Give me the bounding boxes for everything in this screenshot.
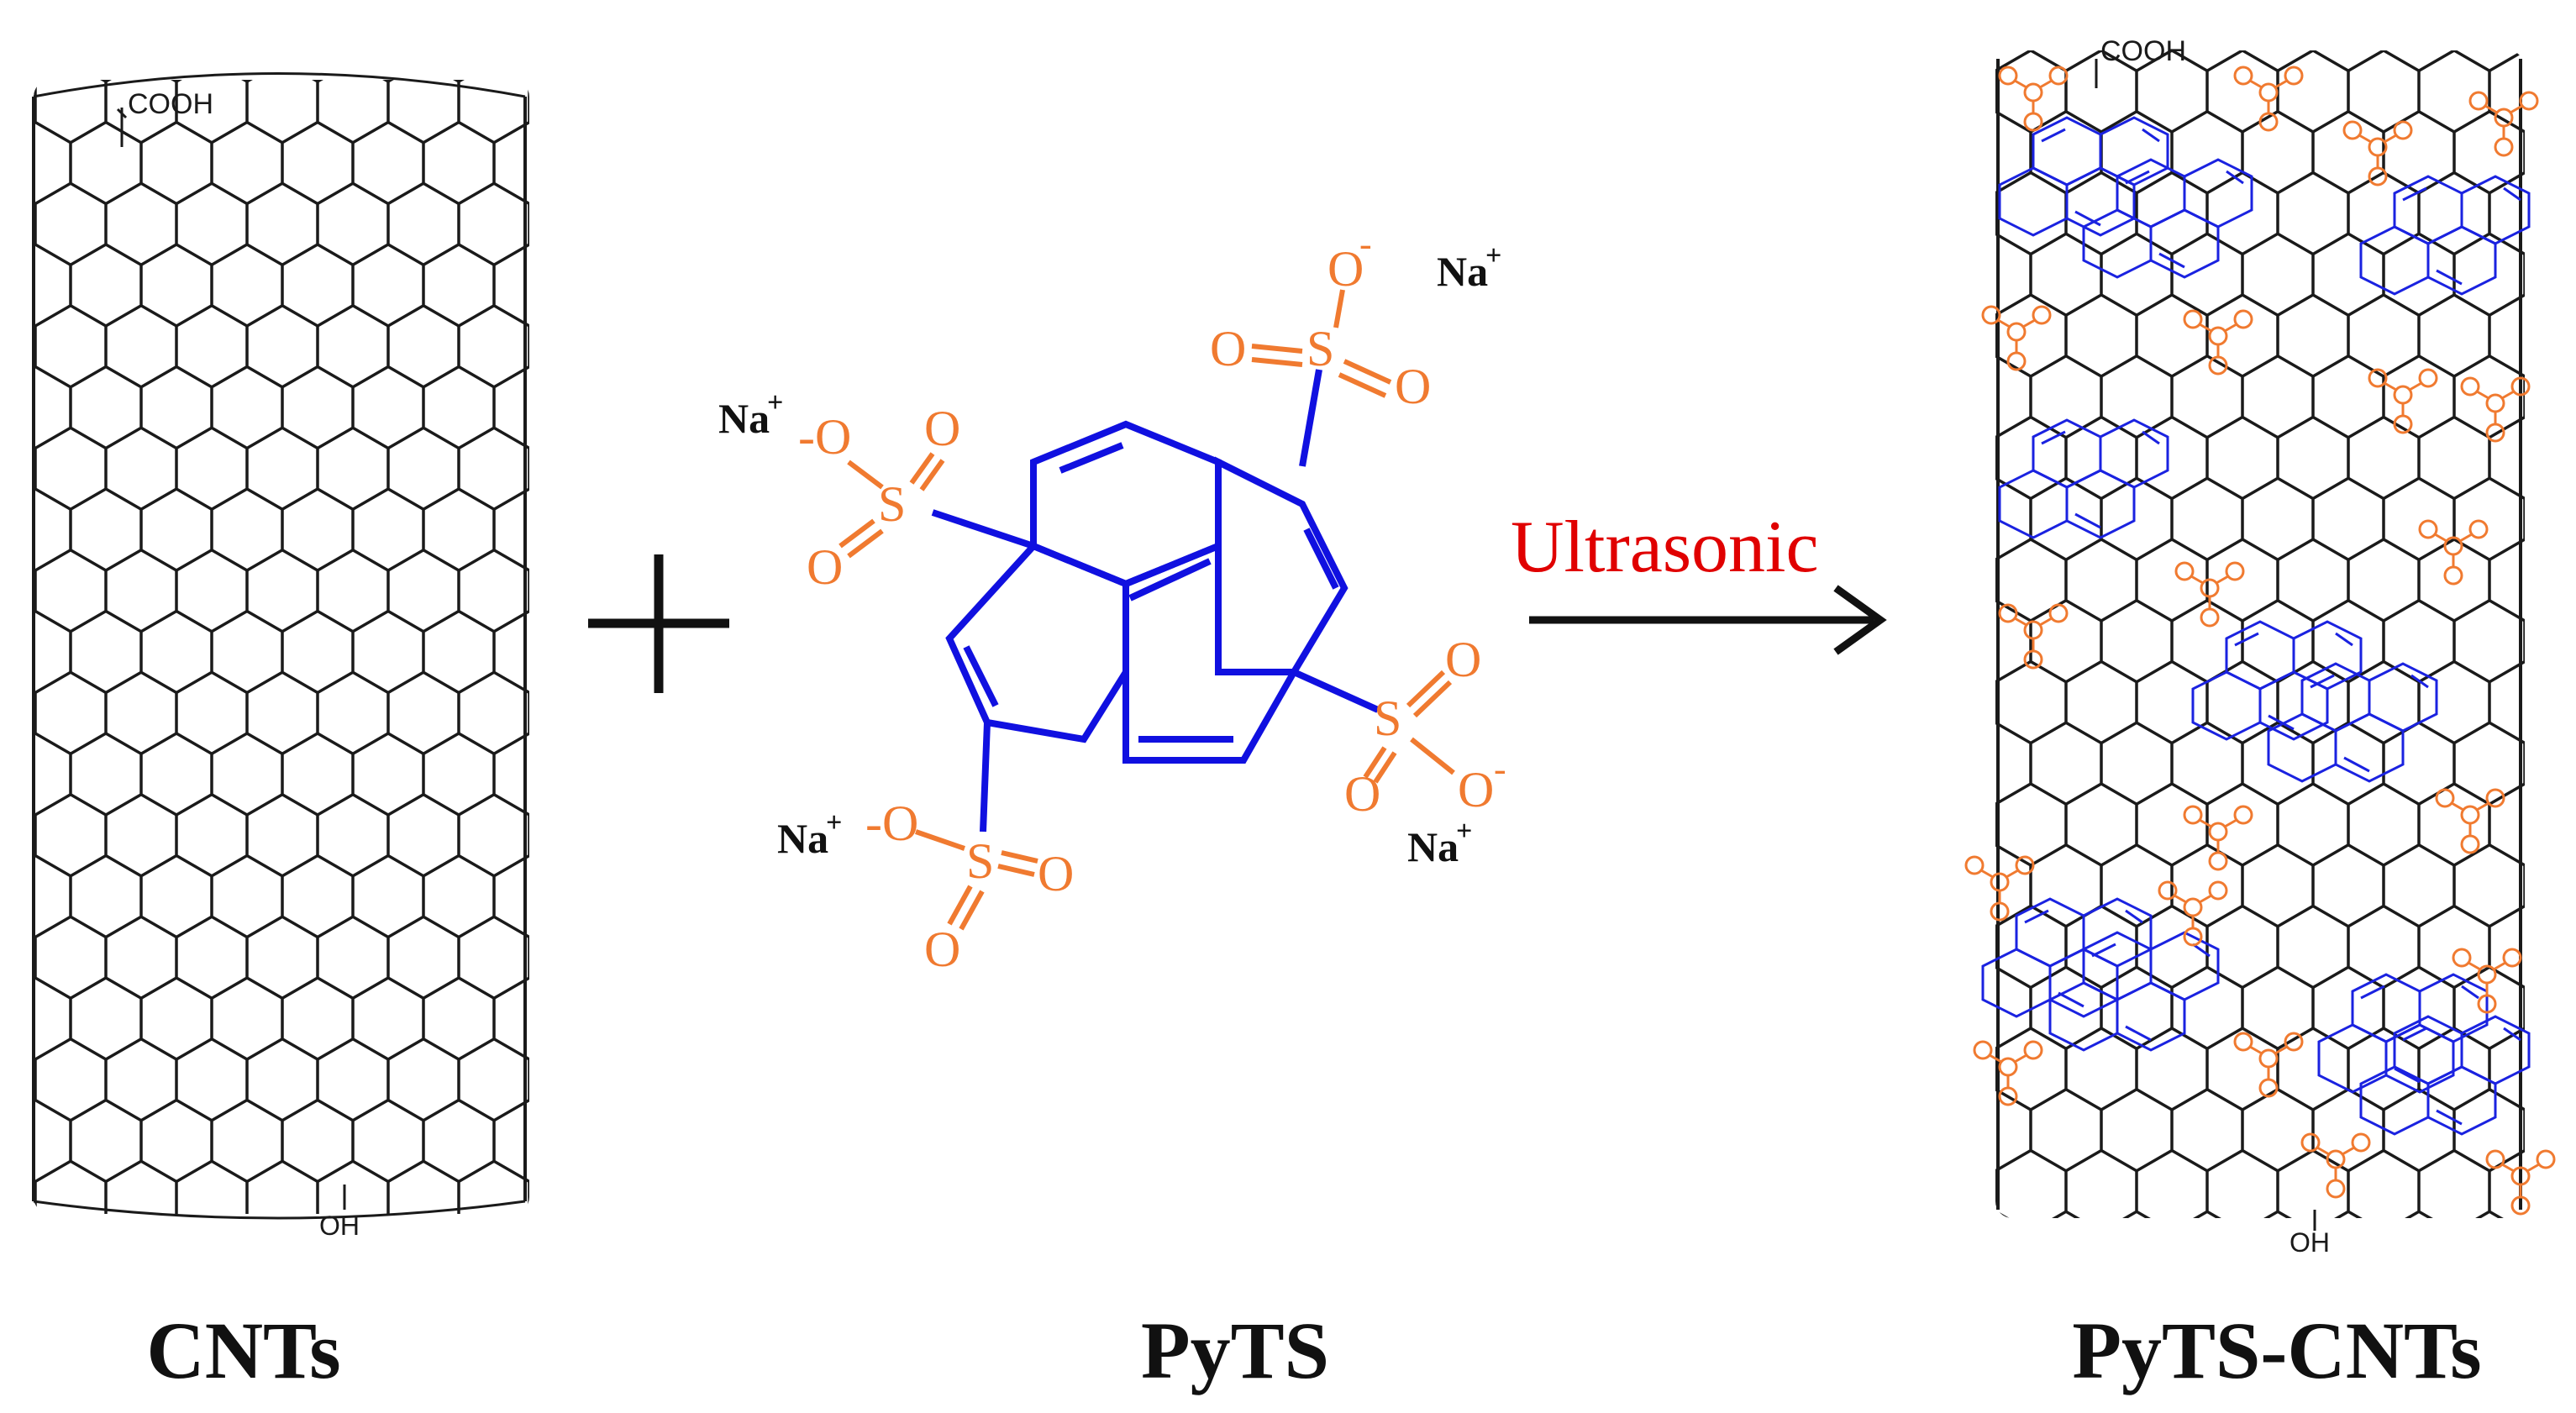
caption-pyts: PyTS [1141, 1305, 1329, 1395]
sodium-ion-1: Na [1437, 248, 1488, 295]
sodium-charge-3: + [826, 807, 842, 838]
sodium-charge-1: + [1485, 240, 1501, 271]
oxygen-atom-4c: O [924, 922, 960, 977]
oxygen-atom-3b: O [924, 401, 960, 456]
oxygen-atom-4b: O [1038, 846, 1074, 901]
caption-cnts: CNTs [146, 1305, 340, 1395]
oxygen-atom-2c: O [1458, 762, 1494, 817]
anion-oxygen-3: -O [798, 409, 851, 465]
oh-label-right: OH [2289, 1227, 2330, 1258]
oxygen-atom-3c: O [807, 539, 843, 595]
oh-label-left: OH [319, 1211, 360, 1241]
cooh-label-left: COOH [128, 88, 213, 120]
pyts-molecule: S O - O O S O O O - S -O O [718, 223, 1506, 977]
oxygen-atom-2a: O [1445, 632, 1481, 687]
pyts-cnt-composite: COOH OH [1964, 35, 2556, 1258]
oxygen-atom-1c: O [1395, 359, 1431, 414]
cnt-left: COOH OH [32, 72, 529, 1241]
minus-charge-2: - [1494, 749, 1506, 790]
sodium-ion-4: Na [1407, 823, 1459, 870]
oxygen-atom-2b: O [1344, 766, 1380, 822]
ultrasonic-label: Ultrasonic [1511, 507, 1819, 588]
minus-charge-1: - [1359, 223, 1372, 265]
sulfur-atom-1: S [1306, 321, 1334, 376]
pyrene-core [931, 369, 1380, 833]
plus-sign-icon [588, 554, 729, 693]
anion-oxygen-4: -O [865, 796, 918, 851]
sodium-counterions: Na + Na + Na + Na + [718, 240, 1501, 870]
sulfur-atom-4: S [966, 833, 994, 889]
right-arrow-icon [1529, 585, 1887, 655]
caption-pyts-cnts: PyTS-CNTs [2072, 1305, 2481, 1395]
cooh-label-right: COOH [2100, 35, 2186, 67]
sodium-ion-3: Na [777, 815, 828, 862]
oxygen-atom-1a: O [1327, 241, 1364, 297]
sodium-charge-4: + [1456, 816, 1472, 847]
sulfur-atom-2: S [1374, 691, 1401, 746]
sodium-charge-2: + [767, 387, 783, 418]
sulfonate-groups: S O - O O S O O O - S -O O [798, 223, 1506, 977]
sodium-ion-2: Na [718, 395, 770, 442]
oxygen-atom-1b: O [1210, 321, 1246, 376]
